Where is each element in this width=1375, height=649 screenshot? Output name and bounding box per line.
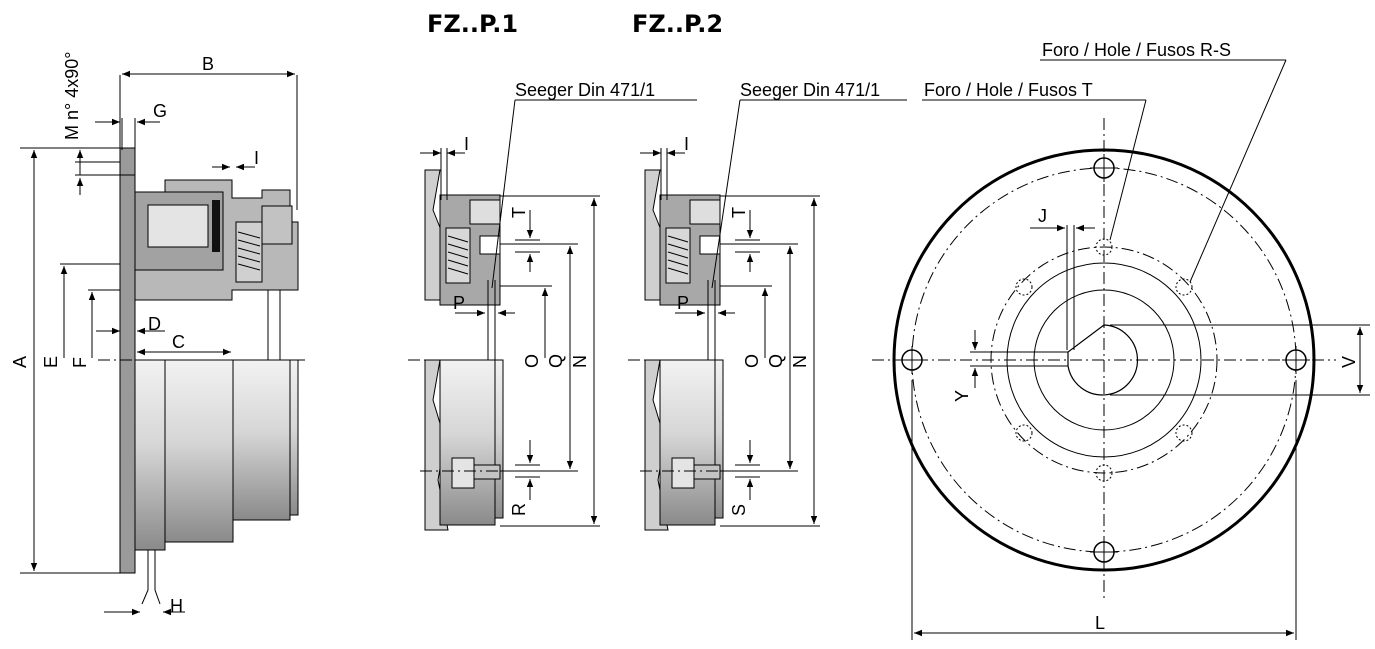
armature-cylinder [232,359,291,521]
section-variant-2: I Seeger Din 471/1 N Q O T S P [628,80,907,531]
section-variant-1: I Seeger Din 471/1 N Q O T R P [408,80,697,531]
dim-label-P-v2: P [677,293,689,313]
hole-T-top [1095,238,1113,256]
dim-label-A: A [10,356,30,368]
spring-coils [237,231,261,271]
dim-label-G: G [153,101,167,121]
dim-label-R: R [509,503,529,516]
dim-label-S: S [729,504,749,516]
dim-label-P-v1: P [453,293,465,313]
dim-label-Q-v1: Q [546,354,566,368]
chamfer-label: M n° 4x90° [62,52,82,140]
dim-label-F: F [70,357,90,368]
dim-label-Y: Y [952,390,972,402]
dim-label-E: E [41,356,61,368]
seeger-callout-1: Seeger Din 471/1 [515,80,655,100]
spring-block [235,221,263,283]
dim-label-I-v1: I [464,134,469,154]
dim-label-D: D [148,314,161,334]
seeger-callout-2: Seeger Din 471/1 [740,80,880,100]
dim-label-V: V [1339,356,1359,368]
section-2-body [659,359,716,526]
dim-label-C: C [172,332,185,352]
coil-window [147,204,209,248]
title-variant-1: FZ..P.1 [427,10,518,38]
dim-label-Q-v2: Q [766,354,786,368]
bore [1067,324,1139,396]
hole-t-callout: Foro / Hole / Fusos T [924,80,1093,100]
end-ring [289,359,299,516]
section-1-body [439,359,496,526]
dim-label-B: B [202,54,214,74]
dim-label-N-v2: N [790,355,810,368]
dim-label-I-v2: I [684,134,689,154]
hole-T-bottom [1095,464,1113,482]
dim-label-L: L [1095,613,1105,633]
dim-label-O-v2: O [742,354,762,368]
friction-disc [212,200,220,252]
hole-rs-callout: Foro / Hole / Fusos R-S [1042,40,1231,60]
dim-label-I-left: I [254,148,259,168]
dim-label-N-v1: N [570,355,590,368]
lead-wires [141,550,161,605]
dim-label-J: J [1038,206,1047,226]
dim-label-T-v2: T [729,207,749,218]
title-variant-2: FZ..P.2 [632,10,723,38]
dim-label-O-v1: O [522,354,542,368]
left-side-view: A E F B G M n° 4x90° D C H I [10,52,305,616]
screw-head [261,205,293,245]
hub-cylinder [134,359,166,551]
dim-label-T-v1: T [509,207,529,218]
front-view: Foro / Hole / Fusos T Foro / Hole / Fuso… [872,40,1370,640]
body-cylinder [164,359,234,543]
dim-label-H: H [170,596,183,616]
